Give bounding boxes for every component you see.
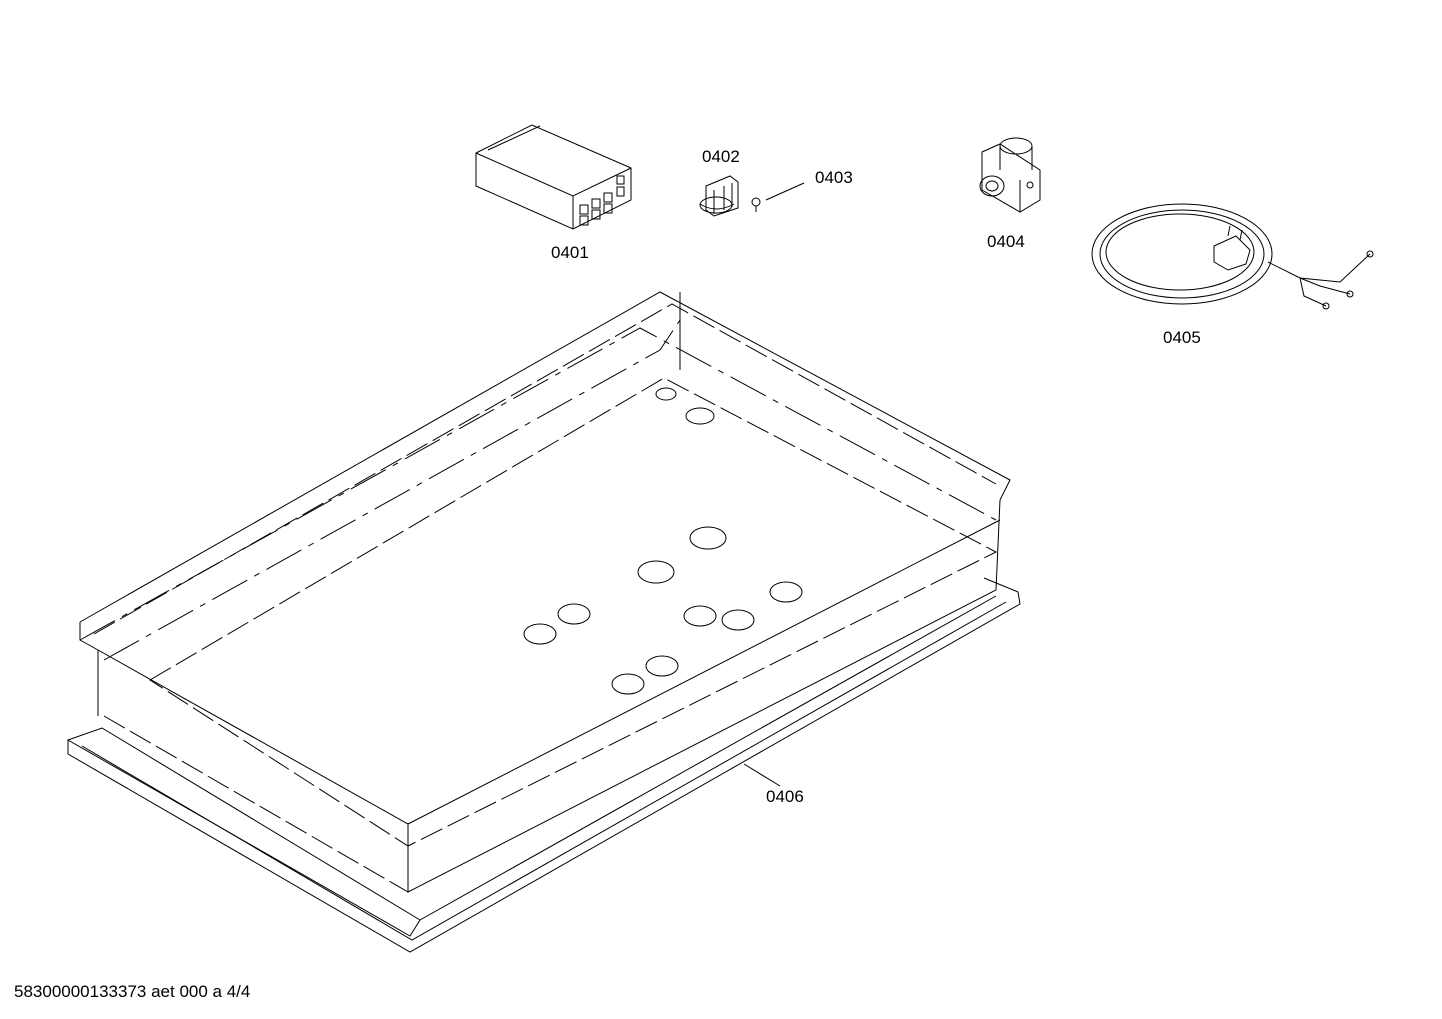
- part-label-0406: 0406: [766, 787, 804, 806]
- screw-icon: [751, 182, 805, 212]
- document-id: 58300000133373 aet 000 a 4/4: [14, 982, 250, 1001]
- part-label-0402: 0402: [702, 147, 740, 166]
- part-label-0401: 0401: [551, 243, 589, 262]
- gas-valve-icon: [979, 137, 1041, 213]
- part-label-0404: 0404: [987, 232, 1025, 251]
- part-label-0403: 0403: [815, 168, 853, 187]
- part-label-0405: 0405: [1163, 328, 1201, 347]
- cooktop-tray-icon: [66, 291, 1021, 953]
- power-cord-icon: [1091, 203, 1374, 310]
- terminal-block-icon: [699, 175, 739, 217]
- junction-box-icon: [475, 124, 632, 230]
